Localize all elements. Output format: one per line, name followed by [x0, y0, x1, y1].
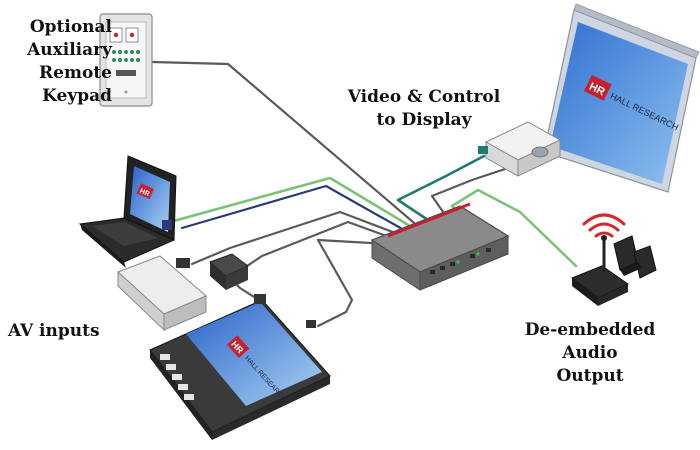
projection-screen: HR HALL RESEARCH: [543, 3, 700, 193]
cable-keypad: [150, 60, 422, 230]
label-video-control: Video & Control to Display: [347, 87, 501, 130]
cables: [150, 60, 578, 328]
svg-text:HR: HR: [138, 188, 150, 199]
label-av-inputs: AV inputs: [8, 321, 100, 341]
cable-laptop-navy: [180, 184, 406, 232]
cable-projector-teal: [396, 154, 486, 230]
label-audio-output: De-embedded Audio Output: [524, 320, 656, 386]
wifi-icon: [582, 213, 626, 238]
cable-tablet: [316, 238, 390, 328]
cable-minipc: [190, 210, 400, 266]
touch-tablet: HR HALL RESEARCH: [149, 294, 331, 440]
cable-laptop-green: [168, 176, 412, 228]
label-keypad: Optional Auxiliary Remote Keypad: [27, 17, 112, 106]
switcher-box: [370, 202, 510, 291]
mini-pc: [117, 255, 207, 332]
cable-projector-gray: [430, 162, 522, 224]
laptop-logo: HR: [136, 183, 154, 200]
cable-brick: [236, 220, 394, 274]
headphones: [613, 235, 657, 279]
wireless-audio: [570, 235, 630, 306]
laptop: HR: [78, 155, 177, 268]
power-adapter: [209, 253, 249, 290]
keypad-device: [99, 13, 153, 107]
projector: [478, 121, 562, 177]
tablet-buttons: [160, 354, 194, 400]
